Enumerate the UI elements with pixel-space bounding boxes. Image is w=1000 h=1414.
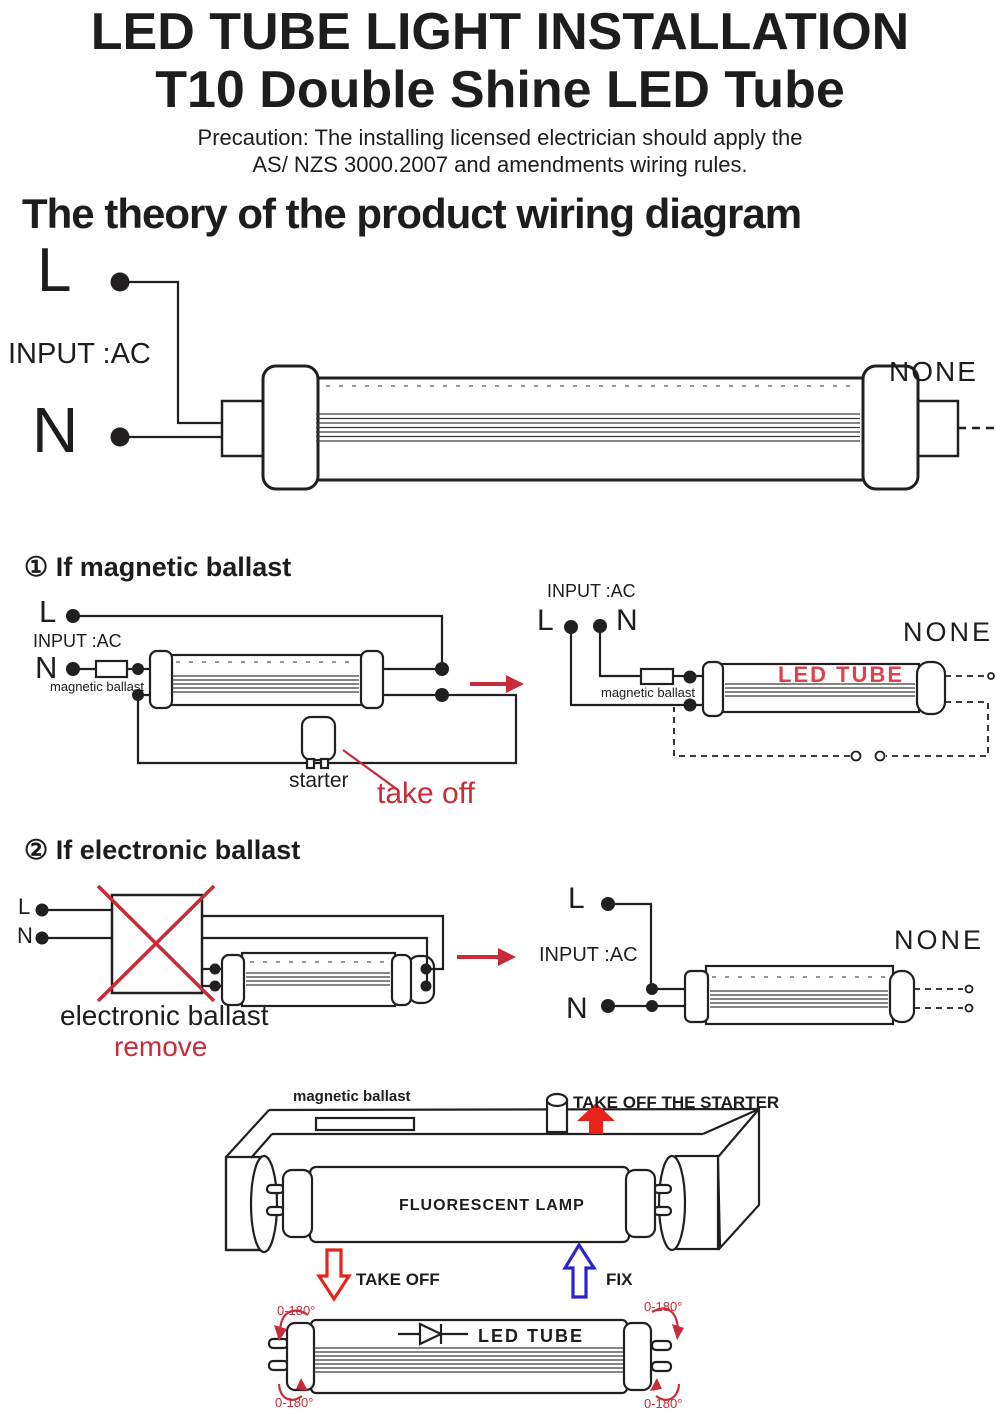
left-socket [249, 1154, 279, 1254]
fix-label: FIX [606, 1270, 633, 1289]
input-ac-label: INPUT :AC [8, 338, 151, 370]
none-label: NONE [889, 356, 978, 387]
section-heading: The theory of the product wiring diagram [22, 190, 802, 237]
page-title-line1: LED TUBE LIGHT INSTALLATION [90, 3, 910, 61]
live-wire [569, 627, 703, 707]
magnetic-ballast-symbol [94, 659, 129, 679]
magnetic-ballast-after-diagram [564, 619, 995, 762]
tube-stripe-band [315, 1347, 623, 1373]
rotation-range-label: 0-180° [644, 1396, 683, 1411]
rotation-arrow-bottom-right [650, 1378, 681, 1401]
bypass-wire-upper [202, 914, 445, 971]
cross-out-line [96, 884, 216, 1003]
starter-label: starter [289, 769, 349, 792]
live-terminal-dot [110, 272, 130, 292]
page-title-line2: T10 Double Shine LED Tube [155, 61, 845, 119]
live-label: L [568, 882, 585, 915]
rotation-arrow-top-left [274, 1309, 309, 1341]
input-ac-label: INPUT :AC [539, 944, 638, 966]
precaution-line1: Precaution: The installing licensed elec… [197, 125, 803, 150]
neutral-label: N [616, 604, 638, 637]
electronic-ballast-heading: ② If electronic ballast [24, 835, 301, 865]
none-label: NONE [894, 925, 985, 955]
transition-arrow [457, 948, 516, 966]
magnetic-ballast-symbol [639, 667, 675, 686]
led-tube-small [148, 649, 385, 710]
fixture-right-face [716, 1106, 761, 1251]
tube-stripe-band [316, 413, 860, 442]
live-label: L [37, 236, 72, 305]
magnetic-ballast-label: magnetic ballast [601, 685, 695, 700]
rotation-arrow-bottom-left [277, 1378, 308, 1401]
neutral-label: N [35, 650, 58, 685]
led-tube-large [220, 364, 960, 491]
live-label: L [39, 594, 57, 629]
fixture-3d-diagram [224, 1092, 761, 1302]
main-wiring-diagram [110, 272, 997, 491]
led-tube-label: LED TUBE [478, 1326, 584, 1346]
live-wire [120, 280, 224, 425]
electronic-ballast-before-diagram [35, 884, 516, 1008]
take-off-starter-label: TAKE OFF THE STARTER [573, 1093, 780, 1112]
neutral-label: N [32, 394, 79, 466]
fluorescent-lamp [265, 1165, 673, 1244]
starter-on-fixture [545, 1092, 569, 1134]
live-wire [73, 614, 444, 669]
ballast-unit [314, 1116, 416, 1132]
led-tube-small [683, 964, 916, 1026]
rotation-arrow-top-right [651, 1307, 684, 1340]
input-ac-label: INPUT :AC [33, 631, 122, 651]
neutral-wire [598, 626, 641, 678]
rotation-range-label: 0-180° [275, 1395, 314, 1410]
take-off-label: TAKE OFF [356, 1270, 440, 1289]
led-tube-small [701, 660, 947, 718]
led-tube-rotation-diagram [267, 1307, 684, 1401]
none-label: NONE [903, 617, 994, 647]
neutral-label: N [17, 923, 33, 948]
take-off-starter-arrow [577, 1103, 615, 1134]
magnetic-ballast-heading: ① If magnetic ballast [24, 552, 292, 582]
fluorescent-lamp-label: FLUORESCENT LAMP [399, 1197, 585, 1214]
neutral-label: N [566, 992, 588, 1025]
diode-symbol [398, 1322, 468, 1346]
rotation-range-label: 0-180° [277, 1303, 316, 1318]
electronic-ballast-after-diagram [601, 897, 974, 1026]
remove-label: remove [114, 1031, 208, 1062]
magnetic-ballast-before-diagram [66, 609, 524, 791]
transition-arrow [470, 675, 524, 693]
rotation-range-label: 0-180° [644, 1299, 683, 1314]
input-ac-label: INPUT :AC [547, 581, 636, 601]
fixture-ballast-label: magnetic ballast [293, 1088, 411, 1105]
magnetic-ballast-label: magnetic ballast [50, 679, 144, 694]
take-off-arrow [316, 1248, 352, 1302]
precaution-line2: AS/ NZS 3000.2007 and amendments wiring … [252, 152, 748, 177]
take-off-pointer-line [342, 749, 399, 791]
neutral-terminal-dot [110, 427, 130, 447]
electronic-ballast-label: electronic ballast [60, 1000, 269, 1031]
live-wire [608, 902, 686, 991]
led-tube-label: LED TUBE [778, 662, 904, 687]
led-tube-small [220, 951, 436, 1008]
unused-wires-dashed [673, 672, 995, 762]
right-socket [657, 1154, 687, 1252]
fixture-top-edge [268, 1107, 760, 1112]
fix-arrow [562, 1241, 597, 1299]
live-label: L [18, 894, 31, 919]
starter-symbol [300, 715, 337, 770]
unused-wires-dashed [914, 984, 974, 1013]
take-off-label: take off [377, 777, 475, 810]
live-label: L [537, 604, 554, 637]
